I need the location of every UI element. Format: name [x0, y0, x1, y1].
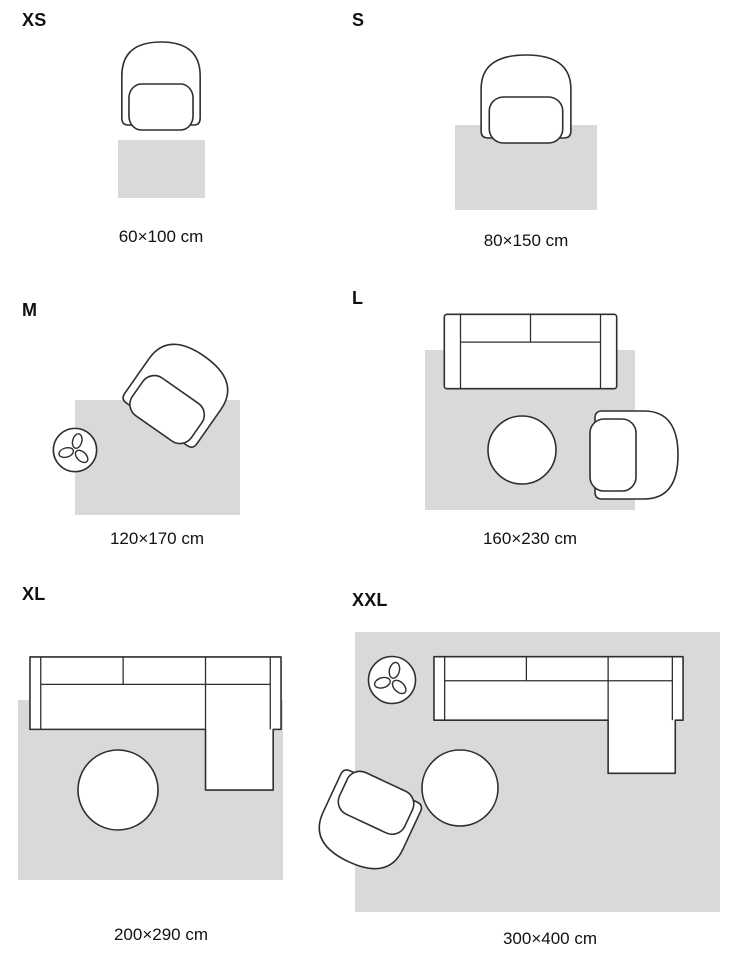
coffee-table-icon — [422, 750, 498, 826]
size-label-m: M — [22, 300, 38, 320]
scene-xxl — [307, 632, 720, 912]
armchair-icon — [121, 41, 201, 131]
coffee-table-icon — [488, 416, 556, 484]
scene-l — [425, 313, 679, 510]
dimension-label-m: 120×170 cm — [109, 529, 205, 548]
size-label-xl: XL — [22, 584, 46, 604]
plant-icon — [368, 656, 416, 704]
scene-s — [455, 54, 597, 210]
dimension-label-xl: 200×290 cm — [113, 925, 209, 944]
armchair-icon — [480, 54, 572, 144]
dimension-label-xxl: 300×400 cm — [502, 929, 598, 948]
coffee-table-icon — [78, 750, 158, 830]
scene-xl — [18, 656, 283, 880]
dimension-label-xs: 60×100 cm — [118, 227, 204, 246]
size-label-l: L — [352, 288, 364, 308]
size-label-xxl: XXL — [352, 590, 388, 610]
rug-xs — [118, 140, 205, 198]
dimension-label-s: 80×150 cm — [483, 231, 569, 250]
size-label-xs: XS — [22, 10, 47, 30]
scene-m — [53, 330, 242, 515]
dimension-label-l: 160×230 cm — [482, 529, 578, 548]
armchair-icon — [589, 410, 679, 500]
scene-xs — [118, 41, 205, 198]
size-label-s: S — [352, 10, 365, 30]
plant-icon — [53, 428, 97, 472]
sofa-icon — [443, 313, 618, 390]
